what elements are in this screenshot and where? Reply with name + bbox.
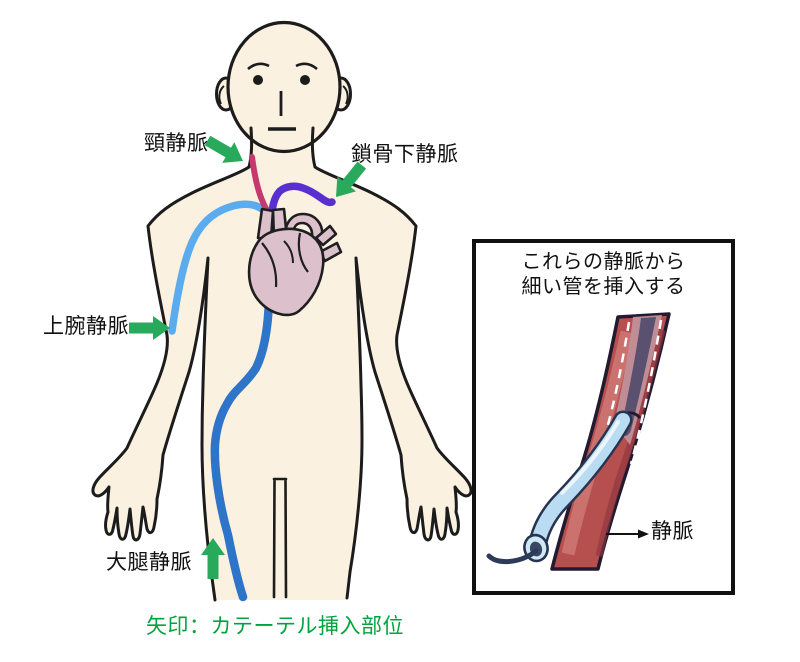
subclavian-vein-line [268, 182, 336, 216]
femoral-vein-label: 大腿静脈 [106, 551, 192, 574]
inset-dashed-line-right [629, 319, 663, 465]
body-silhouette [92, 130, 472, 600]
inset-title: これらの静脈から 細い管を挿入する [474, 250, 733, 300]
heart-detail-line-2 [297, 232, 309, 273]
heart-vessel-horn-upper [314, 224, 338, 247]
head [226, 20, 342, 154]
body-outline-right [310, 126, 473, 600]
vein-leader-arrowhead-icon [638, 529, 649, 539]
body-outline [91, 126, 473, 602]
heart-detail-line-3 [283, 240, 294, 264]
brachial-arrow-icon [129, 316, 170, 340]
left-eye [253, 75, 263, 85]
inset-title-line1: これらの静脈から [521, 251, 686, 273]
right-eyebrow [295, 62, 318, 71]
insertion-arrows [129, 135, 367, 579]
leg-separation-lines [272, 477, 288, 599]
caption-text: 矢印：カテーテル挿入部位 [146, 615, 404, 638]
inset-dashed-line-left [603, 321, 631, 437]
inset-illustration [486, 312, 671, 571]
inset-title-line2: 細い管を挿入する [521, 276, 686, 298]
jugular-arrow-icon [204, 135, 243, 163]
inset-vein-label: 静脈 [651, 520, 694, 543]
inset-catheter-shine [560, 420, 620, 495]
brachial-vein-label: 上腕静脈 [43, 315, 129, 338]
right-ear-detail [342, 85, 349, 105]
left-eyebrow [247, 62, 270, 71]
brachial-vein-line [168, 200, 266, 335]
inset-catheter-tube [530, 413, 630, 554]
body-outline-left [91, 126, 254, 602]
right-eye [300, 75, 310, 85]
face [247, 62, 318, 131]
femoral-vein-line [210, 233, 277, 602]
left-ear-detail [218, 85, 225, 105]
heart-illustration [247, 207, 343, 317]
femoral-arrow-icon [201, 538, 225, 579]
subclavian-vein-label: 鎖骨下静脈 [351, 143, 459, 166]
subclavian-arrow-icon [336, 161, 367, 197]
jugular-vein-label: 頸静脈 [144, 132, 209, 155]
inset-guide-wire [486, 548, 539, 565]
heart-detail-line-1 [261, 242, 278, 288]
inset-catheter-core [620, 317, 656, 436]
